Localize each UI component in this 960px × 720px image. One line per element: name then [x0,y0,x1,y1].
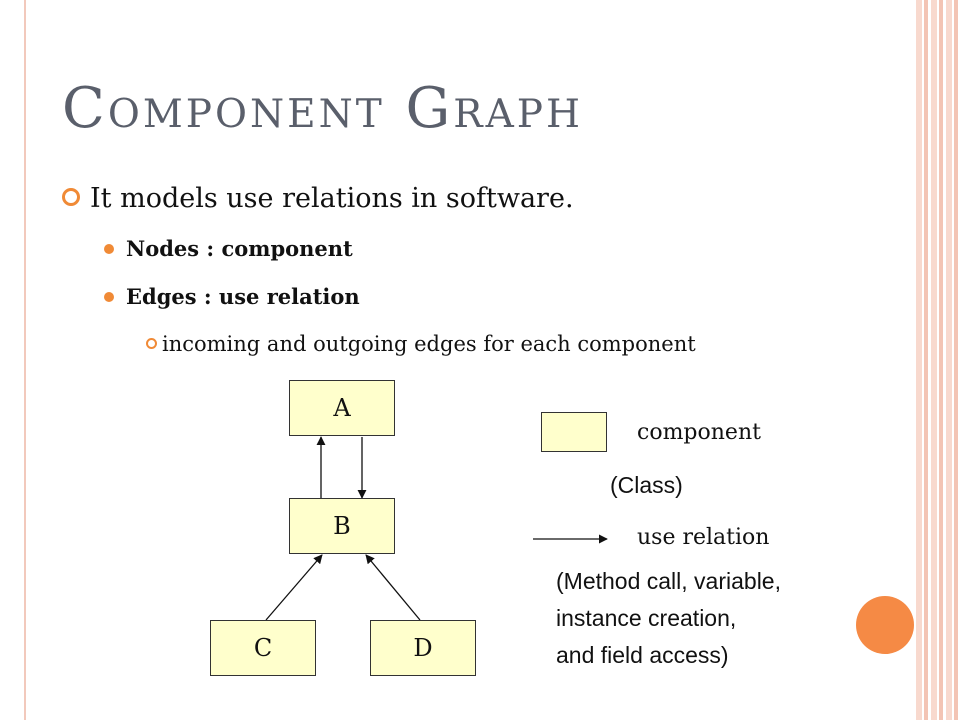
bullet-nodes-text: Nodes : component [126,236,353,261]
decorative-orange-circle [856,596,914,654]
bullet-sub: incoming and outgoing edges for each com… [146,332,696,356]
legend-component-note: (Class) [610,472,683,498]
bullet-edges: Edges : use relation [104,284,360,309]
node-a: A [289,380,395,436]
bullet-nodes: Nodes : component [104,236,353,261]
bullet-sub-text: incoming and outgoing edges for each com… [162,332,696,356]
decorative-stripes [916,0,960,720]
node-b: B [289,498,395,554]
bullet-main-text: It models use relations in software. [90,183,574,214]
edge-c-to-b [265,554,323,621]
legend-relation-note-1: (Method call, variable, [556,568,781,594]
slide-title: Component Graph [62,76,584,141]
legend-component-label: component [637,420,761,445]
bullet-main: It models use relations in software. [62,183,574,214]
node-d: D [370,620,476,676]
legend-relation-label: use relation [637,525,770,550]
bullet-small-ring-icon [146,338,157,349]
bullet-dot-icon [104,243,114,254]
legend-relation-note-2: instance creation, [556,605,737,631]
legend-relation-note-3: and field access) [556,642,729,668]
bullet-edges-text: Edges : use relation [126,284,360,309]
legend-component-box [541,412,607,452]
frame-left-border [24,0,26,720]
node-c: C [210,620,316,676]
edge-d-to-b [365,554,421,621]
bullet-ring-icon [62,187,80,206]
bullet-dot-icon [104,291,114,302]
